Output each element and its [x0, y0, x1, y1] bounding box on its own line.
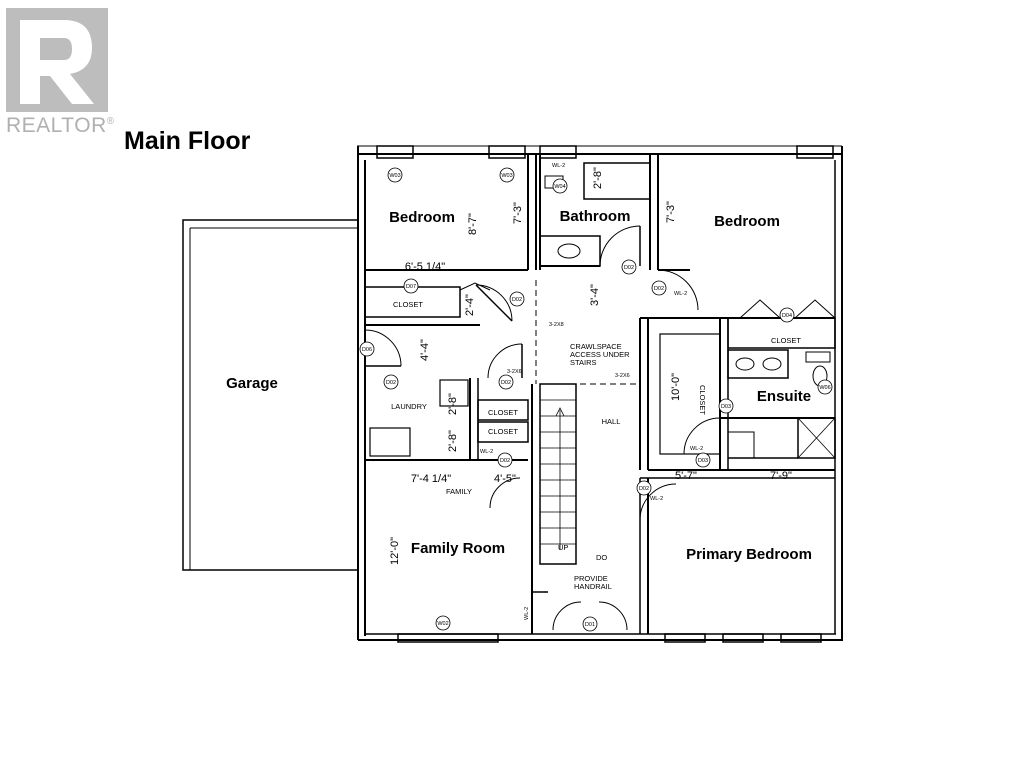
- label-closet-3: CLOSET: [488, 427, 518, 436]
- label-wl2-a: WL-2: [552, 163, 565, 169]
- label-hall: HALL: [602, 417, 621, 426]
- tag-d02g: D02: [639, 486, 649, 492]
- tag-d02e: D02: [501, 380, 511, 386]
- label-beam-2: 3-2X6: [507, 369, 522, 375]
- dim-3-4: 3'-4": [589, 284, 601, 306]
- label-up: UP: [558, 543, 568, 552]
- window-top-4: [796, 145, 834, 159]
- room-garage: Garage: [226, 375, 278, 392]
- tag-w03a: W03: [389, 173, 400, 179]
- dim-2-8-c: 2'-8": [447, 430, 459, 452]
- label-handrail-1: PROVIDE: [574, 574, 608, 583]
- room-family: Family Room: [411, 540, 505, 557]
- tag-d02c: D02: [654, 286, 664, 292]
- room-bedroom-right: Bedroom: [714, 213, 780, 230]
- tag-d03b: D03: [698, 458, 708, 464]
- dim-4-5: 4'-5": [494, 473, 516, 485]
- ensuite-vanity: [727, 349, 789, 379]
- room-primary-bedroom: Primary Bedroom: [686, 546, 812, 563]
- label-wl2-e: WL-2: [650, 496, 663, 502]
- room-bathroom: Bathroom: [560, 208, 631, 225]
- realtor-wordmark: REALTOR®: [6, 114, 115, 137]
- dim-7-4: 7'-4 1/4": [411, 473, 451, 485]
- label-closet-2: CLOSET: [488, 408, 518, 417]
- dim-10-0: 10'-0": [670, 373, 682, 401]
- tag-w04: W04: [554, 184, 565, 190]
- window-top-2: [488, 145, 526, 159]
- tag-d02a: D02: [624, 265, 634, 271]
- label-beam-3: 3-2X6: [615, 373, 630, 379]
- dim-12-0: 12'-0": [389, 537, 401, 565]
- garage-outline: [182, 219, 359, 571]
- tag-d01: D01: [585, 622, 595, 628]
- dim-7-9: 7'-9": [770, 470, 792, 482]
- dim-4-4: 4'-4": [419, 339, 431, 361]
- closet-lower: [477, 421, 529, 443]
- label-beam-1: 3-2X8: [549, 322, 564, 328]
- tag-w03b: W03: [501, 173, 512, 179]
- dim-5-7: 5'-7": [675, 470, 697, 482]
- bath-vanity: [539, 235, 601, 267]
- dim-6-5: 6'-5 1/4": [405, 261, 445, 273]
- window-top-3: [539, 145, 577, 159]
- label-do: DO: [596, 553, 607, 562]
- tag-w02: W02: [437, 621, 448, 627]
- dim-7-3-a: 7'-3": [512, 202, 524, 224]
- label-handrail-2: HANDRAIL: [574, 582, 612, 591]
- label-closet-4: CLOSET: [771, 336, 801, 345]
- staircase: [539, 383, 577, 565]
- tag-w06: W06: [819, 385, 830, 391]
- window-top-1: [376, 145, 414, 159]
- label-family: FAMILY: [446, 487, 472, 496]
- label-laundry: LAUNDRY: [391, 402, 427, 411]
- dim-7-3-b: 7'-3": [665, 201, 677, 223]
- tag-d02f: D02: [500, 458, 510, 464]
- dim-8-7: 8'-7": [467, 213, 479, 235]
- label-wl2-d: WL-2: [690, 446, 703, 452]
- dim-2-8-a: 2'-8": [592, 167, 604, 189]
- tag-d07: D07: [406, 284, 416, 290]
- dim-2-4: 2'-4": [464, 294, 476, 316]
- label-wl2-f: WL-2: [524, 607, 530, 620]
- label-wl2-c: WL-2: [480, 449, 493, 455]
- dim-2-8-b: 2'-8": [447, 393, 459, 415]
- label-closet-1: CLOSET: [393, 300, 423, 309]
- window-bottom-1: [397, 633, 499, 643]
- closet-upper: [477, 399, 529, 421]
- label-wl2-b: WL-2: [674, 291, 687, 297]
- room-ensuite: Ensuite: [757, 388, 811, 405]
- tag-d06: D06: [362, 347, 372, 353]
- label-crawlspace-3: STAIRS: [570, 358, 597, 367]
- label-crawlspace-2: ACCESS UNDER: [570, 350, 630, 359]
- tag-d03a: D03: [721, 404, 731, 410]
- tag-d04: D04: [782, 313, 792, 319]
- tag-d02d: D02: [386, 380, 396, 386]
- floor-title: Main Floor: [124, 127, 251, 155]
- label-crawlspace-1: CRAWLSPACE: [570, 342, 622, 351]
- tag-d02b: D02: [512, 297, 522, 303]
- realtor-logo-icon: [6, 8, 108, 112]
- label-closet-vertical: CLOSET: [698, 385, 707, 415]
- room-bedroom-left: Bedroom: [389, 209, 455, 226]
